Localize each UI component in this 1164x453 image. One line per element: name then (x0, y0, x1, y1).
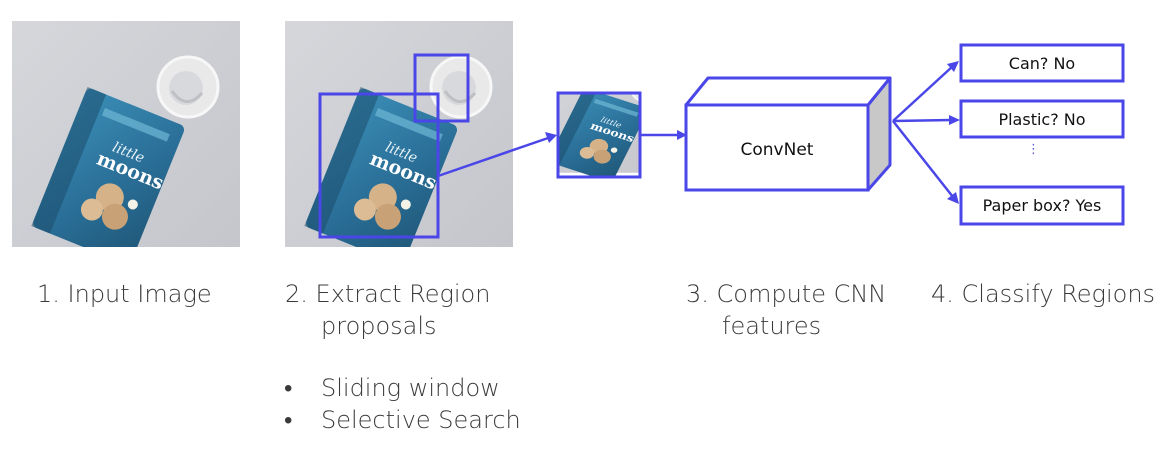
output-paper-box-label: Paper box? Yes (983, 196, 1102, 215)
method-sliding-window: • Sliding window (284, 372, 521, 404)
method-label: Sliding window (321, 374, 500, 402)
step-2-line1: 2. Extract Region (285, 280, 491, 308)
step-1-label: 1. Input Image (37, 278, 212, 310)
method-selective-search: • Selective Search (284, 404, 521, 436)
bullet-dot: • (284, 374, 293, 402)
proposal-box-package (318, 92, 440, 239)
arrow-to-crop (437, 132, 557, 178)
ellipsis: ⋮ (1027, 142, 1040, 157)
step-2-line2: proposals (321, 312, 437, 340)
step-4-text: 4. Classify Regions (931, 280, 1156, 308)
proposal-box-lid (413, 53, 470, 123)
convnet-block: ConvNet (684, 76, 892, 192)
convnet-label: ConvNet (741, 140, 814, 160)
output-plastic: Plastic? No (959, 99, 1125, 139)
proposal-methods-list: • Sliding window • Selective Search (284, 372, 521, 436)
output-can: Can? No (959, 43, 1125, 83)
output-arrows (892, 61, 960, 204)
input-image (12, 21, 240, 247)
step-1-text: 1. Input Image (37, 280, 212, 308)
step-3-label: 3. Compute CNN features (686, 278, 886, 342)
step-3-line1: 3. Compute CNN (686, 280, 887, 308)
arrow-to-convnet (641, 130, 687, 140)
bullet-dot: • (284, 406, 293, 434)
output-can-label: Can? No (1009, 54, 1075, 73)
output-plastic-label: Plastic? No (998, 110, 1085, 129)
warped-region-crop (556, 91, 642, 179)
step-3-line2: features (722, 312, 822, 340)
method-label: Selective Search (321, 406, 521, 434)
step-2-label: 2. Extract Region proposals (285, 278, 490, 342)
step-4-label: 4. Classify Regions (931, 278, 1155, 310)
output-paper-box: Paper box? Yes (959, 185, 1125, 226)
